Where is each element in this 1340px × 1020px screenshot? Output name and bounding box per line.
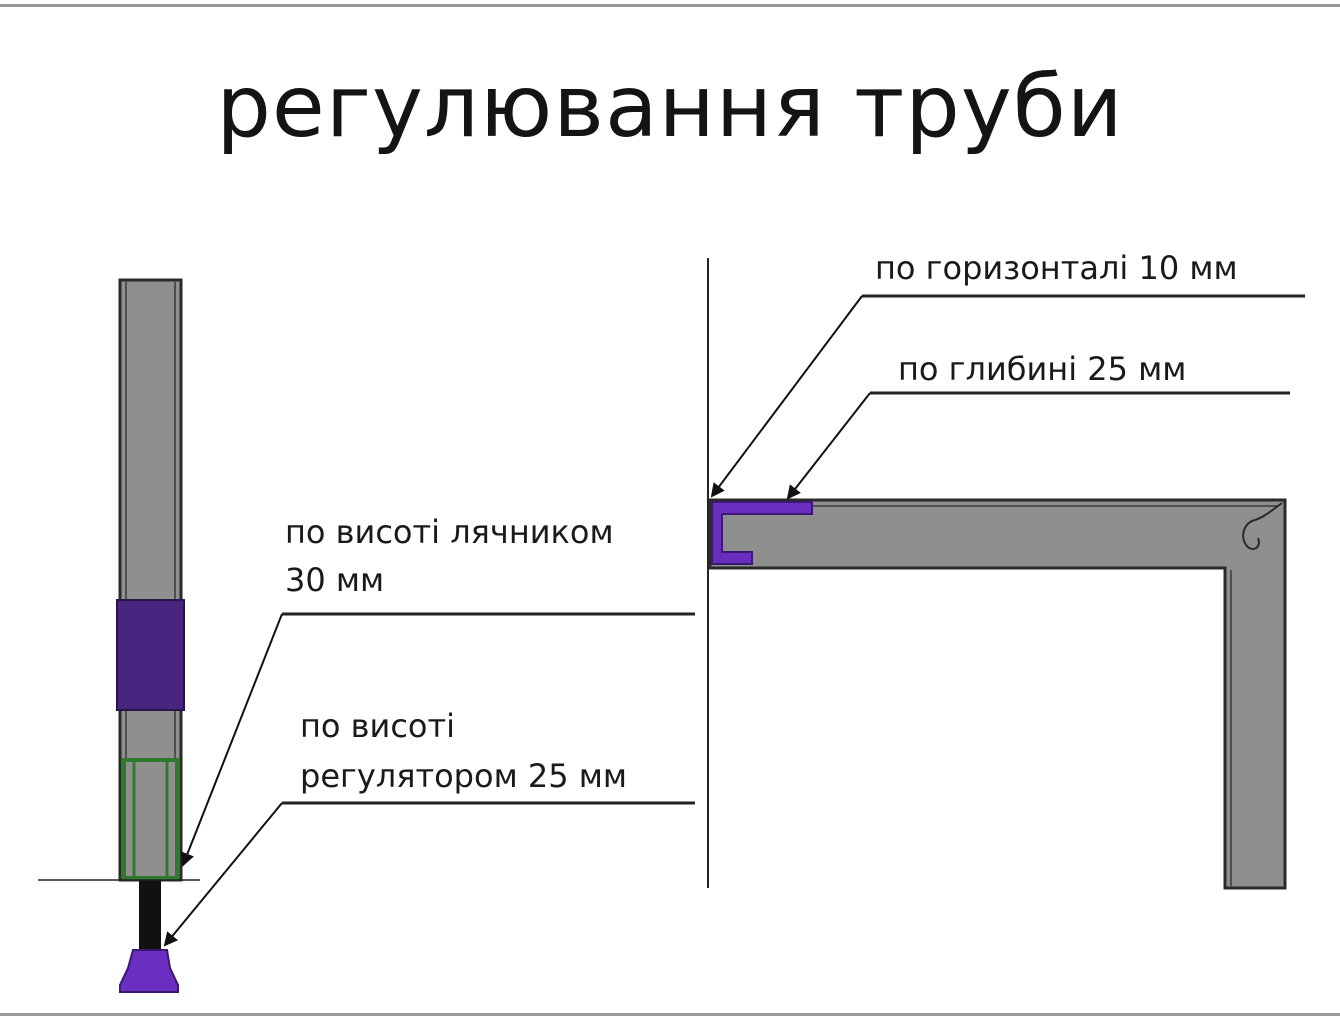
corner-hook [1242,502,1283,550]
label-height-counter-line1: по висоті лячником [285,513,614,551]
page-title: регулювання труби [216,57,1124,157]
frame-tube [708,498,1287,890]
frame-bottom-line [0,1013,1340,1016]
corner-connector [711,501,813,565]
label-depth: по глибині 25 мм [898,350,1187,388]
arrow-horizontal [710,295,863,498]
arrow-depth [786,392,871,500]
frame-top-line [0,4,1340,7]
label-height-regulator-line2: регулятором 25 мм [300,757,628,795]
connector-sleeve [116,599,185,711]
frame-corner [708,498,1287,890]
adjuster-insert [122,758,179,880]
arrow-height-regulator [163,802,283,947]
label-height-counter-line2: 30 мм [285,561,385,599]
label-height-regulator-line1: по висоті [300,707,456,745]
adjuster-bolt [139,880,161,952]
arrow-height-counter [180,613,283,867]
label-horizontal: по горизонталі 10 мм [875,249,1238,287]
vertical-leg [116,278,185,993]
adjuster-foot [119,949,179,993]
